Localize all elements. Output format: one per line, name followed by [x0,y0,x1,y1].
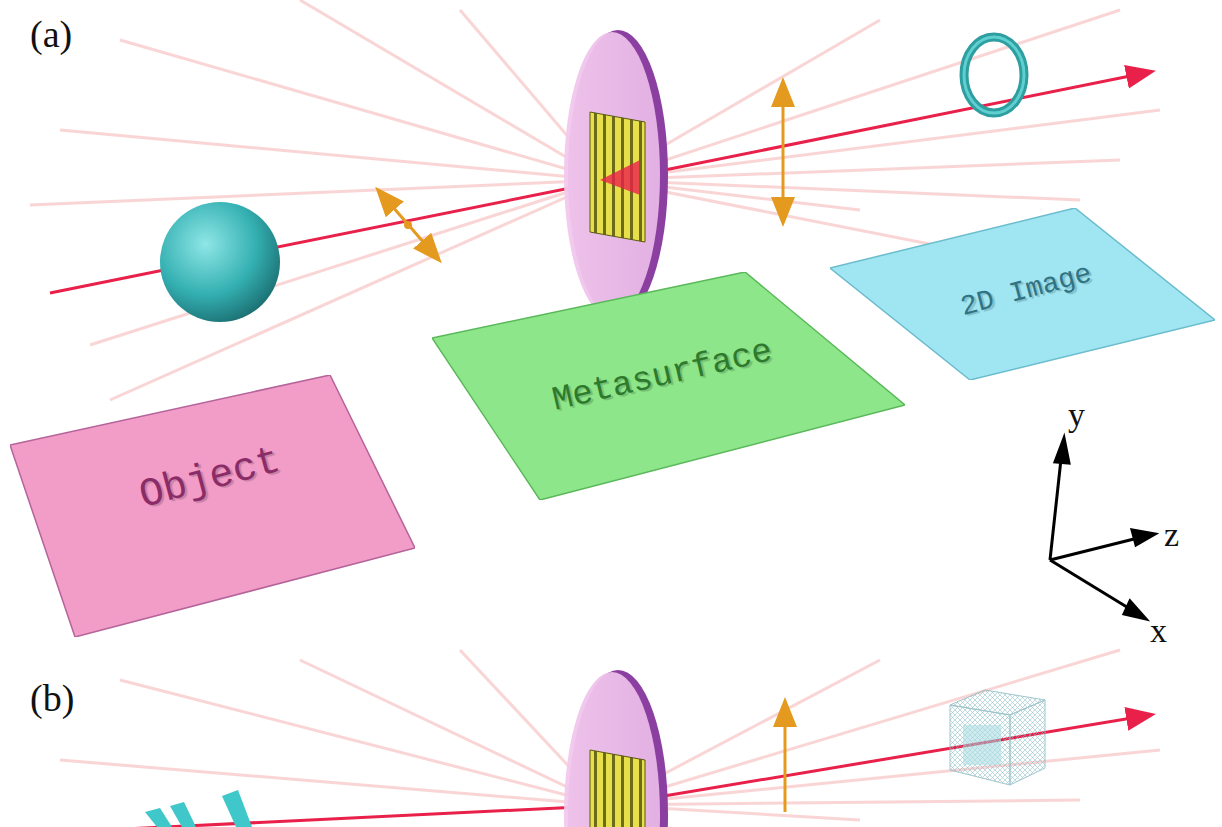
panel-label: (b) [30,676,74,720]
metasurface-plane: Metasurface [432,272,905,500]
light-ray [30,180,605,205]
light-ray [605,650,1120,805]
light-ray [300,0,605,180]
image-plane: 2D Image [830,208,1215,380]
axis-label: y [1068,396,1085,434]
light-ray [605,180,1080,200]
light-ray [605,160,1120,180]
panel-label: (a) [30,12,72,56]
light-ray [60,130,605,180]
plane-shape [10,375,415,637]
axis-label: z [1164,516,1179,554]
object-plane: Object [10,375,415,637]
axis-label: x [1150,612,1167,650]
light-ray [605,110,1160,180]
light-ray [300,660,605,805]
light-ray [605,800,1080,805]
